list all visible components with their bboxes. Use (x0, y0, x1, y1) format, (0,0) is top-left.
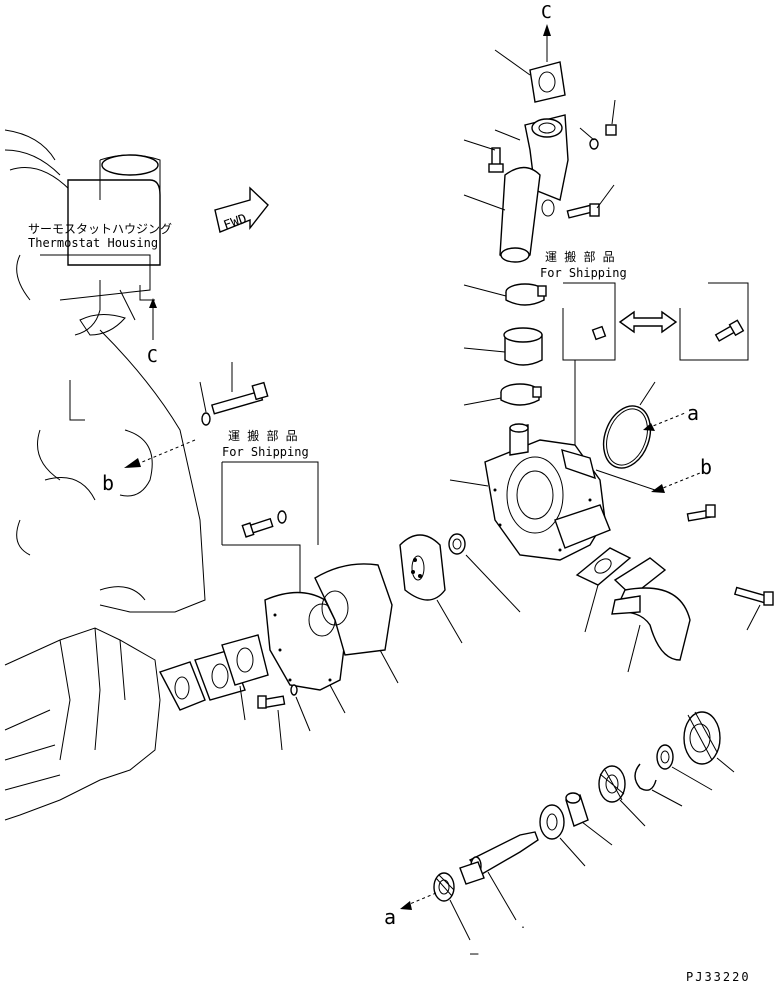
bolt-housing-right (686, 504, 716, 522)
bolt-outlet (733, 586, 774, 606)
spacer-sleeve (565, 792, 589, 827)
hose-clamp-upper (505, 283, 547, 306)
leader-clamp-lower (463, 397, 502, 406)
bolt-lower-left (257, 695, 286, 709)
ref-line-a-right (647, 412, 686, 429)
ref-label-a-right: a (687, 401, 699, 425)
swap-arrow (618, 310, 678, 334)
leader-gasket-top (494, 49, 531, 76)
leader-seal-nut (465, 554, 521, 613)
bolt-elbow-right (566, 203, 600, 219)
leader-shaft (487, 871, 517, 921)
ref-line-b-right (657, 472, 701, 491)
leader-outlet-pipe (627, 624, 641, 673)
snap-ring (634, 763, 657, 791)
thermostat-housing-outline (4, 129, 161, 336)
leader-spacer (581, 821, 613, 846)
leader-bearing-mid (559, 837, 586, 867)
leader-plug-small (611, 99, 616, 125)
outlet-pipe (611, 557, 691, 661)
pump-gasket (314, 563, 393, 656)
leader-housing-right (595, 469, 656, 491)
leader-snap-ring (651, 789, 683, 807)
gasket-flange-3 (221, 634, 269, 686)
leader-gasket-3 (239, 685, 246, 721)
leader-bearing-large (619, 799, 646, 827)
dash-mark: – (470, 946, 479, 962)
leader-pump-gasket (379, 649, 399, 684)
alt-part-bracket (679, 282, 749, 361)
gasket-top (529, 61, 566, 103)
ref-label-c-top: C (541, 2, 552, 23)
hose-clamp-lower (500, 383, 542, 406)
ref-arrowhead-c-top (543, 24, 551, 36)
shipping-plug-right (591, 325, 607, 341)
leader-elbow (494, 129, 521, 141)
bearing-large (598, 765, 626, 803)
impeller (399, 534, 446, 601)
pulley-hub (683, 711, 721, 765)
ref-arrowhead-b-right (651, 484, 665, 493)
seal-nut (448, 533, 466, 555)
plug-small (589, 124, 617, 150)
leader-washer-left (199, 381, 207, 413)
ref-line-b-left (134, 439, 196, 466)
shipping-label-jp-right: 運 搬 部 品 (545, 249, 615, 264)
water-pump-housing (484, 423, 611, 561)
leader-bearing-small-right (671, 766, 713, 791)
leader-washer-lower-left (295, 696, 311, 732)
leader-o-ring (639, 381, 656, 406)
shipping-bracket-left (221, 461, 319, 600)
bearing-mid (539, 804, 565, 840)
drawing-code: PJ33220 (686, 970, 751, 984)
fwd-arrow: FWD (214, 186, 269, 234)
gear-case-outline (4, 627, 161, 821)
leader-clamp-upper (463, 284, 507, 297)
thermostat-housing-label-en: Thermostat Housing (28, 236, 158, 250)
leader-bolt-outlet (746, 604, 761, 631)
leader-washer-small (579, 127, 595, 141)
ref-arrowhead-a-bottom (400, 901, 412, 910)
pump-shaft (459, 831, 539, 885)
shipping-label-en-left: For Shipping (222, 445, 309, 459)
thermostat-elbow-pipe (499, 114, 569, 263)
leader-bolt-lower-left (277, 709, 283, 751)
leader-bolt-elbow-left (463, 139, 496, 151)
ref-label-a-bottom: a (384, 905, 396, 929)
leader-bolt-elbow-right (596, 184, 615, 209)
shipping-bolt-left (241, 510, 287, 538)
ref-arrowhead-a-right (643, 423, 655, 431)
hose-short (503, 327, 543, 366)
leader-seal-bottom (449, 899, 471, 941)
leader-outlet-gasket (584, 584, 599, 633)
shipping-bracket-right (562, 282, 616, 445)
o-ring (602, 405, 652, 469)
dash-mark-shaft: . (520, 920, 526, 931)
thermostat-housing-label-jp: サーモスタットハウジング (28, 222, 172, 236)
ref-label-c-left: C (147, 346, 158, 367)
leader-hose-short (463, 347, 506, 353)
seal-bottom (433, 872, 455, 902)
ref-arrowhead-c-left (149, 298, 157, 308)
ref-label-b-right: b (700, 455, 712, 479)
ref-arrowhead-b-left (124, 458, 141, 468)
leader-pulley-hub (716, 757, 735, 773)
gasket-flange-1 (158, 661, 206, 711)
leader-back-plate (329, 684, 346, 714)
bolt-elbow-left (488, 147, 504, 173)
bearing-small-right (656, 744, 674, 770)
alt-bolt (714, 319, 745, 342)
leader-elbow-pipe (463, 194, 506, 211)
shipping-label-en-right: For Shipping (540, 266, 627, 280)
leader-pump-housing (449, 479, 489, 487)
bolt-long-left (201, 381, 269, 426)
shipping-label-jp-left: 運 搬 部 品 (228, 428, 298, 443)
outlet-gasket (575, 547, 632, 586)
ref-label-b-left: b (102, 471, 114, 495)
leader-impeller (436, 599, 463, 644)
engine-block-outline (16, 329, 206, 613)
washer-lower-left (290, 684, 298, 696)
